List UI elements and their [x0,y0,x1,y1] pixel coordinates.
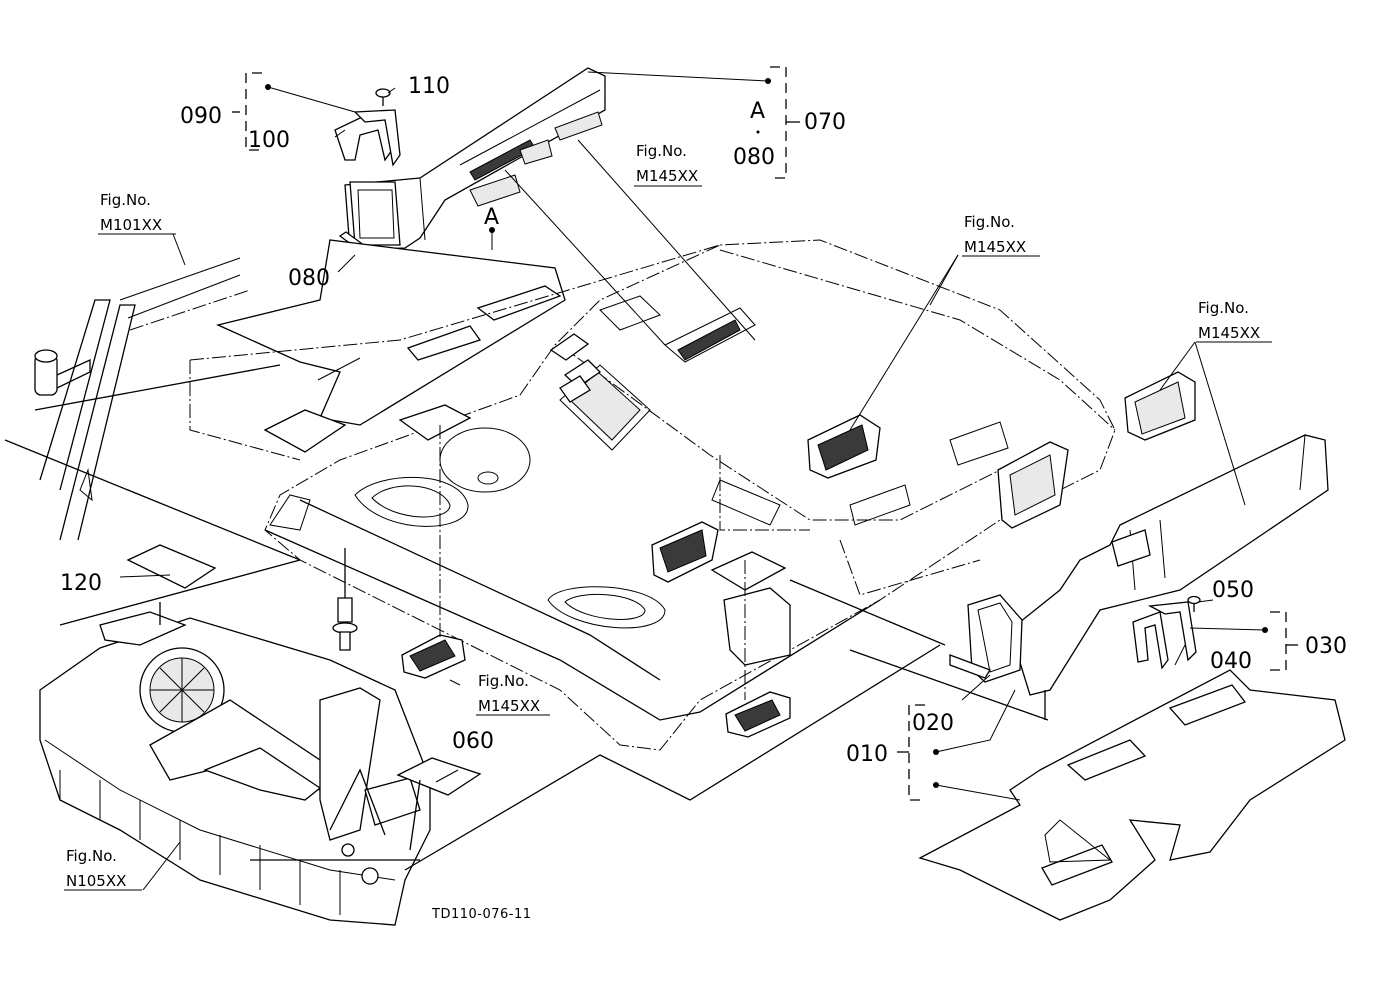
bracket-040 [1132,601,1197,670]
callout-080-top: 080 [733,145,775,170]
right-duct-010 [949,434,1329,696]
fig-ref-m145-top: Fig.No. M145XX [636,142,698,185]
separator-dot [756,130,760,134]
louver-lower-left [401,634,466,679]
roof-vent-front [651,521,719,583]
callout-070: 070 [804,110,846,135]
callout-a-top: A [750,99,765,124]
blower-unit [39,611,431,926]
callout-030: 030 [1305,634,1347,659]
callout-050: 050 [1212,578,1254,603]
vent-fig-right [1124,371,1196,441]
callout-020: 020 [912,711,954,736]
fig-ref-m145-right: Fig.No. M145XX [1198,299,1260,342]
fig-ref-m145-bottom: Fig.No. M145XX [478,672,540,715]
bracket-100 [334,109,401,167]
roof-vent-right [997,441,1069,529]
fig-ref-number: M101XX [100,216,162,234]
callout-060: 060 [452,729,494,754]
callout-040: 040 [1210,649,1252,674]
fig-ref-m145-roof: Fig.No. M145XX [964,213,1026,256]
headliner-panel [189,239,1116,751]
fig-ref-label: Fig.No. [964,213,1015,231]
mat-a-left [216,239,566,426]
callout-a: A [484,205,499,230]
fig-underlines [64,185,1272,891]
fig-ref-n105: Fig.No. N105XX [66,847,126,890]
fig-ref-label: Fig.No. [100,191,151,209]
fig-ref-number: M145XX [964,238,1026,256]
fig-ref-label: Fig.No. [478,672,529,690]
assembly-lines [4,364,1049,871]
callout-120: 120 [60,571,102,596]
group-brackets [232,66,1298,801]
callout-100: 100 [248,128,290,153]
screw-110 [375,88,391,106]
leader-dots [265,78,1268,788]
fig-ref-label: Fig.No. [636,142,687,160]
louver-lower-right [725,691,791,738]
upper-duct-070 [338,67,606,261]
leader-lines [119,71,1266,891]
fig-ref-m101: Fig.No. M101XX [100,191,162,234]
cab-frame-pillar [34,257,251,541]
fig-ref-number: M145XX [636,167,698,185]
fig-ref-number: N105XX [66,872,126,890]
filter-120 [126,544,217,589]
filter-060 [396,757,482,796]
fig-ref-number: M145XX [478,697,540,715]
fig-ref-label: Fig.No. [66,847,117,865]
drawing-code: TD110-076-11 [431,907,532,922]
mat-right [918,669,1346,921]
callout-010: 010 [846,742,888,767]
roof-vent-center [807,414,881,479]
fig-ref-number: M145XX [1198,324,1260,342]
callout-080: 080 [288,266,330,291]
callout-110: 110 [408,74,450,99]
callout-090: 090 [180,104,222,129]
screw-050 [1187,595,1201,612]
fig-ref-label: Fig.No. [1198,299,1249,317]
clip-bolt [332,548,358,651]
